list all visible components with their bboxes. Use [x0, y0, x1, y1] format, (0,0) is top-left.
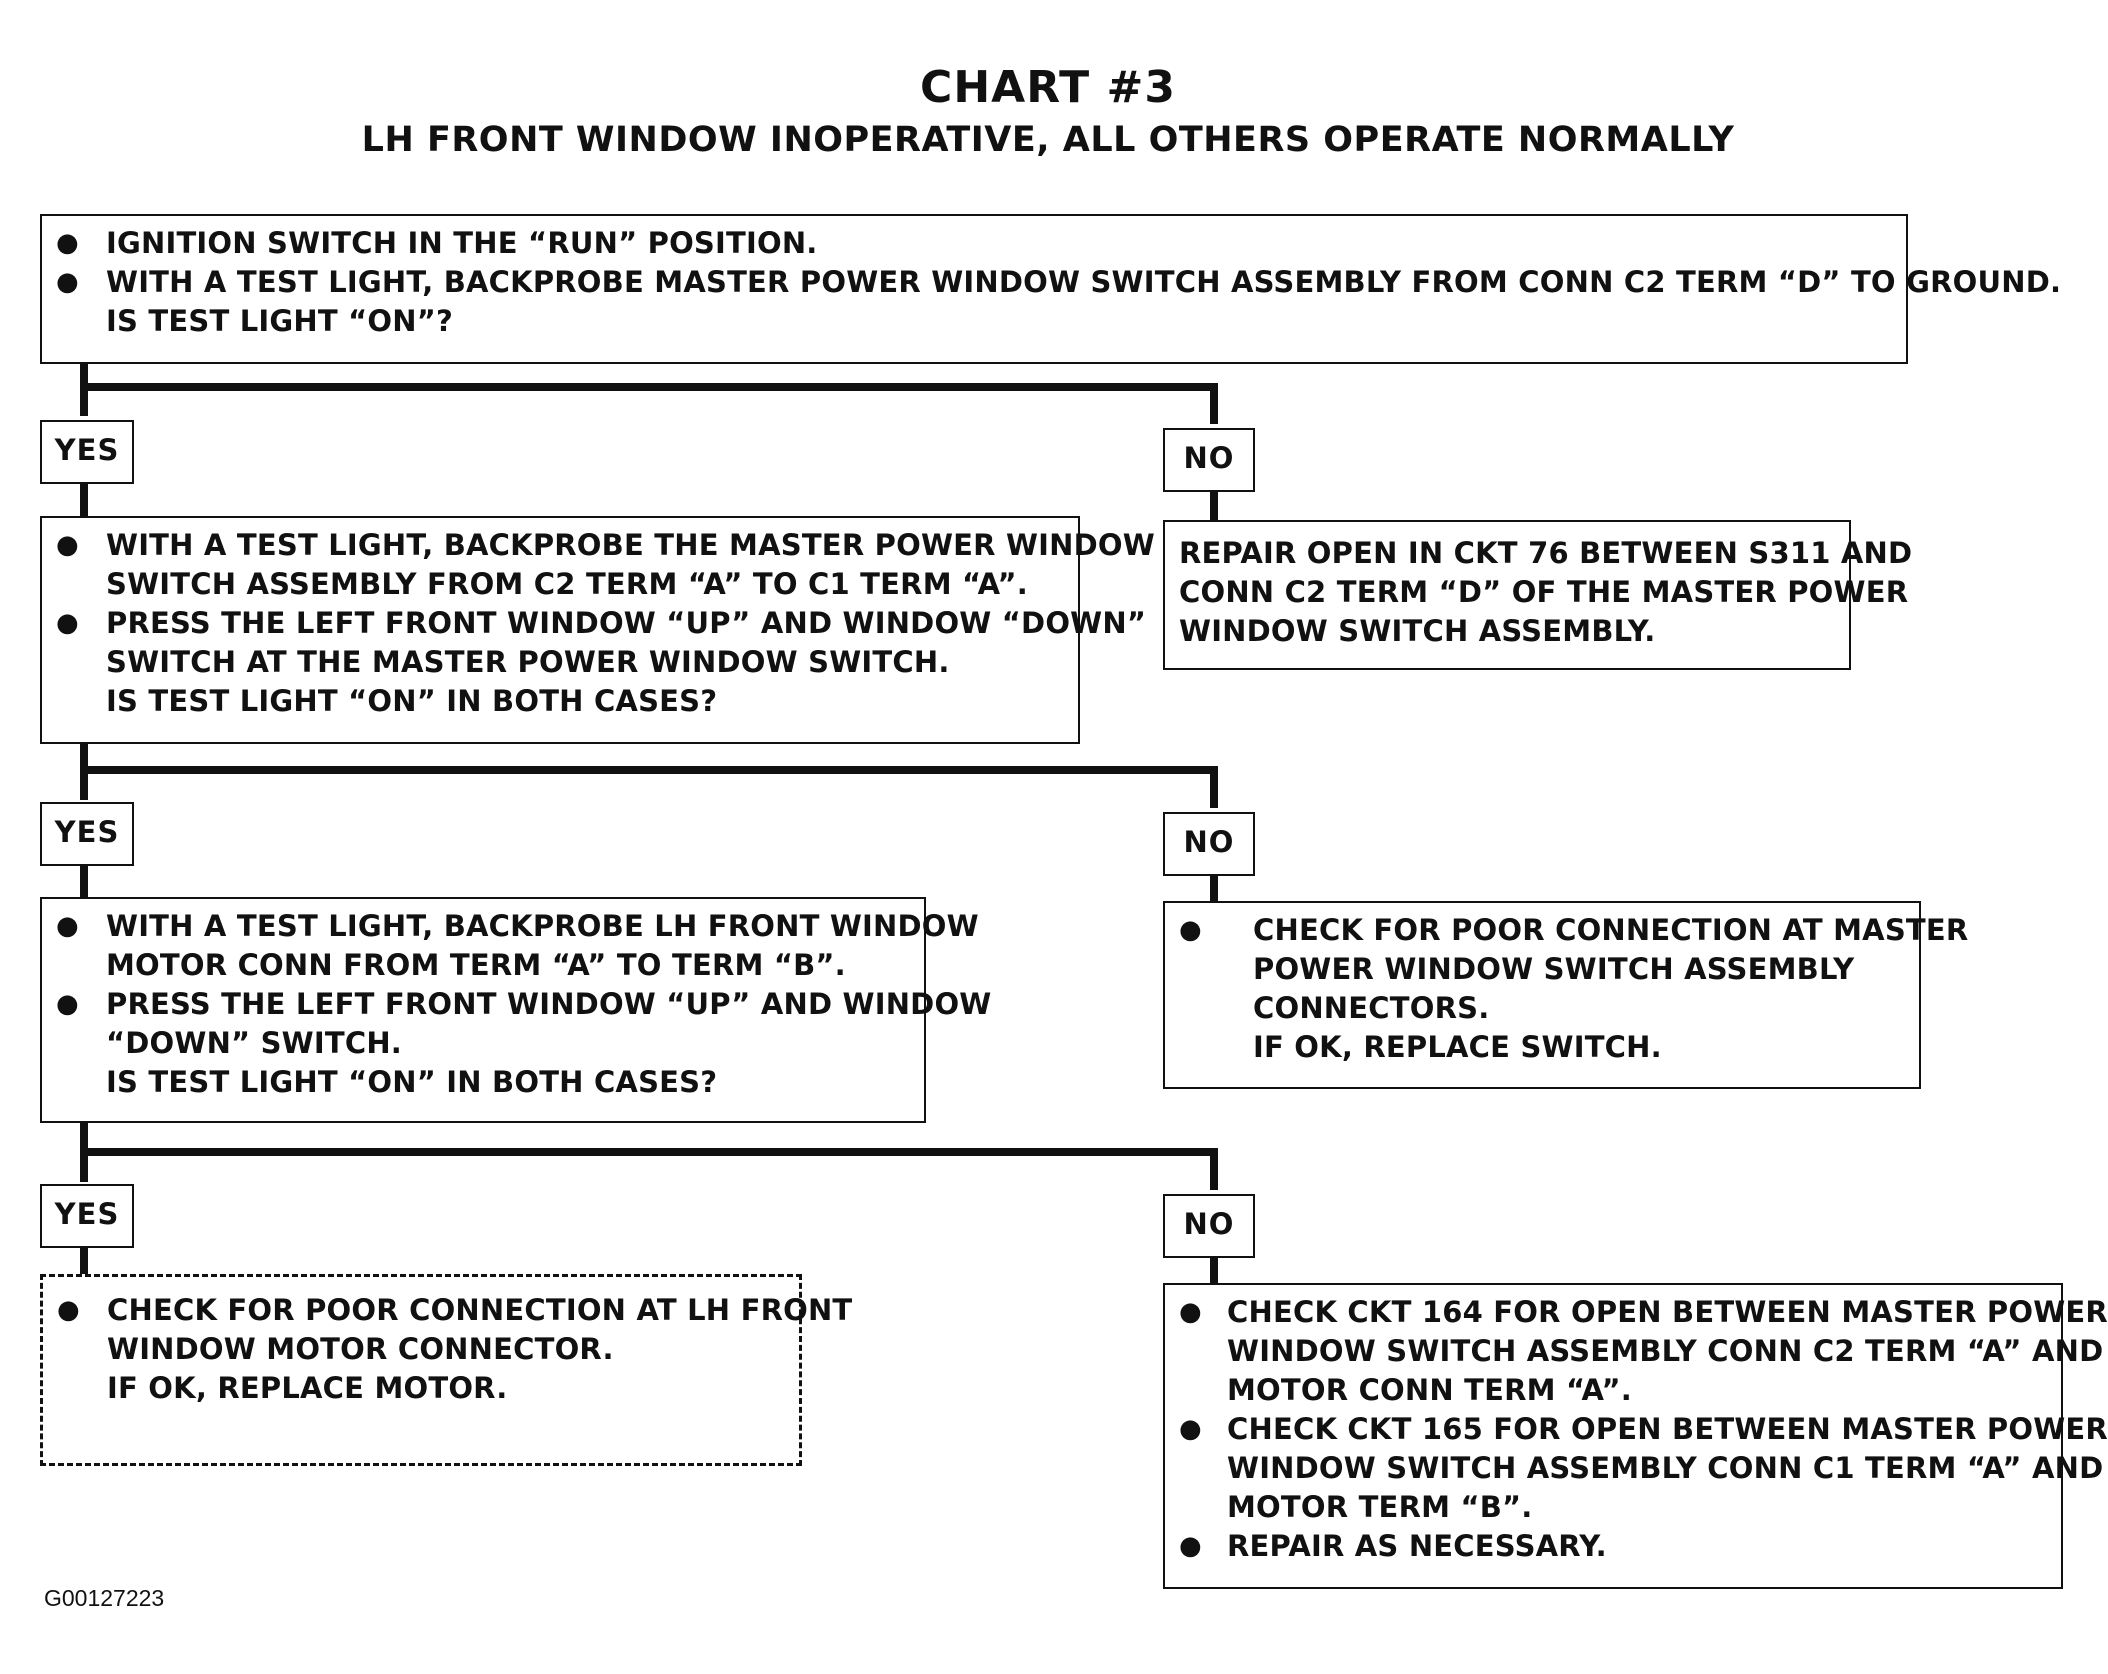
- yes-label: YES: [40, 802, 134, 866]
- connector-line: [80, 1246, 88, 1274]
- yes-final-line: CHECK FOR POOR CONNECTION AT LH FRONT: [57, 1291, 852, 1330]
- connector-line: [1210, 383, 1218, 424]
- yes-final-box: CHECK FOR POOR CONNECTION AT LH FRONT WI…: [40, 1274, 852, 1466]
- no-3-result-line: REPAIR AS NECESSARY.: [1179, 1527, 2049, 1566]
- no-1-result-box: REPAIR OPEN IN CKT 76 BETWEEN S311 AND C…: [1163, 520, 1913, 670]
- no-2-result-line: CONNECTORS.: [1253, 991, 1490, 1025]
- connector-line: [1210, 766, 1218, 808]
- no-1-result-line: WINDOW SWITCH ASSEMBLY.: [1179, 614, 1656, 648]
- no-2-result-line: CHECK FOR POOR CONNECTION AT MASTER: [1179, 911, 1968, 950]
- no-2-result-line: IF OK, REPLACE SWITCH.: [1253, 1030, 1662, 1064]
- figure-id: G00127223: [44, 1585, 165, 1611]
- step-3-box: WITH A TEST LIGHT, BACKPROBE LH FRONT WI…: [40, 897, 991, 1123]
- step-3-line: WITH A TEST LIGHT, BACKPROBE LH FRONT WI…: [56, 907, 979, 946]
- no-3-result-line: CHECK CKT 164 FOR OPEN BETWEEN MASTER PO…: [1179, 1293, 2108, 1332]
- no-label: NO: [1163, 812, 1255, 876]
- chart-title: CHART #3: [920, 62, 1176, 113]
- no-3-result-line: MOTOR CONN TERM “A”.: [1227, 1373, 1633, 1407]
- no-3-result-box: CHECK CKT 164 FOR OPEN BETWEEN MASTER PO…: [1163, 1283, 2108, 1589]
- step-3-line: MOTOR CONN FROM TERM “A” TO TERM “B”.: [106, 948, 846, 982]
- connector-line: [1210, 874, 1218, 901]
- yes-final-line: WINDOW MOTOR CONNECTOR.: [107, 1332, 614, 1366]
- step-2-line: SWITCH AT THE MASTER POWER WINDOW SWITCH…: [106, 645, 950, 679]
- yes-label: YES: [40, 1184, 134, 1248]
- step-2-box: WITH A TEST LIGHT, BACKPROBE THE MASTER …: [40, 516, 1155, 744]
- step-2-line: SWITCH ASSEMBLY FROM C2 TERM “A” TO C1 T…: [106, 567, 1029, 601]
- no-3-result-line: WINDOW SWITCH ASSEMBLY CONN C1 TERM “A” …: [1227, 1451, 2104, 1485]
- step-2-question: IS TEST LIGHT “ON” IN BOTH CASES?: [106, 684, 718, 718]
- chart-subtitle: LH FRONT WINDOW INOPERATIVE, ALL OTHERS …: [361, 120, 1735, 160]
- no-label: NO: [1163, 428, 1255, 492]
- connector-line: [1210, 1256, 1218, 1283]
- step-3-question: IS TEST LIGHT “ON” IN BOTH CASES?: [106, 1065, 718, 1099]
- connector-line: [80, 1148, 1218, 1156]
- no-label: NO: [1163, 1194, 1255, 1258]
- step-1-box: IGNITION SWITCH IN THE “RUN” POSITION. W…: [40, 214, 2061, 364]
- step-2-line: PRESS THE LEFT FRONT WINDOW “UP” AND WIN…: [56, 604, 1146, 643]
- no-3-result-line: WINDOW SWITCH ASSEMBLY CONN C2 TERM “A” …: [1227, 1334, 2104, 1368]
- no-1-result-line: REPAIR OPEN IN CKT 76 BETWEEN S311 AND: [1179, 536, 1913, 570]
- connector-line: [80, 483, 88, 516]
- no-3-result-line: MOTOR TERM “B”.: [1227, 1490, 1533, 1524]
- yes-label: YES: [40, 420, 134, 484]
- step-2-line: WITH A TEST LIGHT, BACKPROBE THE MASTER …: [56, 526, 1155, 565]
- step-3-line: “DOWN” SWITCH.: [106, 1026, 403, 1060]
- step-3-line: PRESS THE LEFT FRONT WINDOW “UP” AND WIN…: [56, 985, 991, 1024]
- step-1-question: IS TEST LIGHT “ON”?: [106, 304, 454, 338]
- no-3-result-line: CHECK CKT 165 FOR OPEN BETWEEN MASTER PO…: [1179, 1410, 2108, 1449]
- connector-line: [1210, 1148, 1218, 1190]
- connector-line: [80, 864, 88, 897]
- connector-line: [1210, 491, 1218, 520]
- step-1-line: IGNITION SWITCH IN THE “RUN” POSITION.: [56, 224, 1894, 263]
- no-2-result-box: CHECK FOR POOR CONNECTION AT MASTER POWE…: [1163, 901, 1968, 1089]
- connector-line: [80, 383, 1218, 391]
- no-1-result-line: CONN C2 TERM “D” OF THE MASTER POWER: [1179, 575, 1909, 609]
- no-2-result-line: POWER WINDOW SWITCH ASSEMBLY: [1253, 952, 1855, 986]
- connector-line: [80, 766, 1218, 774]
- step-1-line: WITH A TEST LIGHT, BACKPROBE MASTER POWE…: [56, 263, 2061, 302]
- yes-final-line: IF OK, REPLACE MOTOR.: [107, 1371, 508, 1405]
